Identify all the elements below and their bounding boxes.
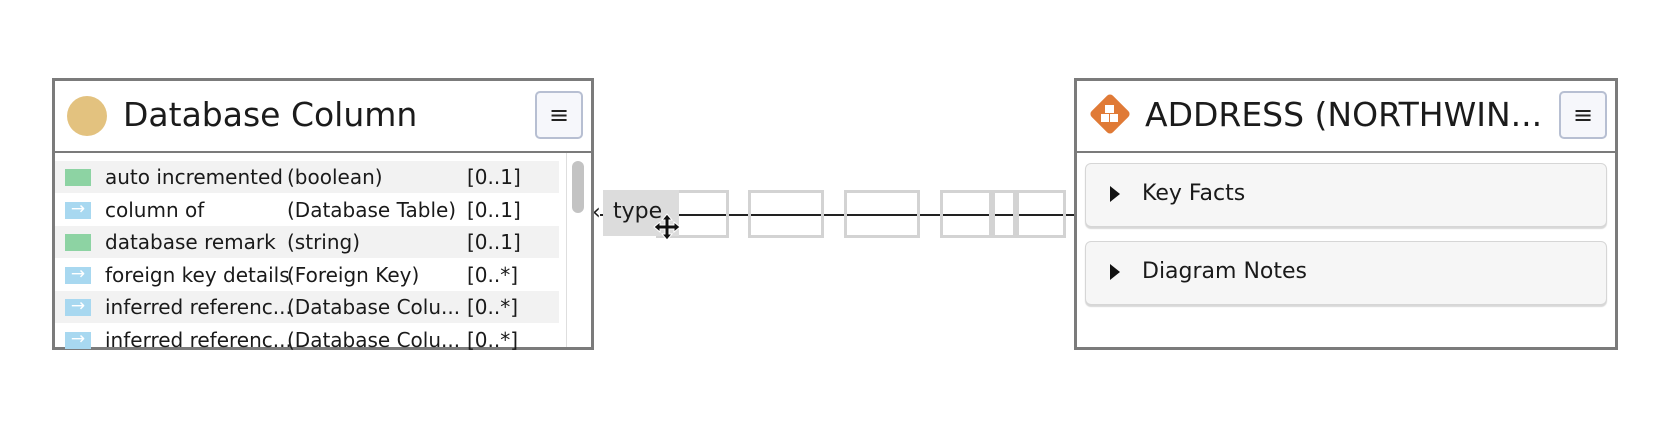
- attribute-name: foreign key details: [105, 262, 290, 287]
- menu-icon: ≡: [1572, 101, 1594, 129]
- attribute-name: inferred referenc...: [105, 295, 292, 319]
- connector-ghost-box: [940, 190, 992, 238]
- attribute-cardinality: [0..*]: [467, 295, 519, 319]
- attribute-cardinality: [0..*]: [467, 262, 519, 287]
- reference-arrow-icon: [65, 259, 91, 289]
- attribute-type: (Database Table): [287, 197, 457, 222]
- attribute-cardinality: [0..*]: [467, 327, 519, 352]
- card-title: ADDRESS (NORTHWIN...: [1145, 95, 1543, 134]
- attribute-name: inferred referenc...: [105, 327, 292, 352]
- card-menu-button[interactable]: ≡: [1559, 91, 1607, 139]
- connector-label-text: type: [613, 199, 663, 224]
- primitive-type-icon: [65, 234, 91, 251]
- scrollbar[interactable]: [566, 153, 591, 347]
- primitive-type-icon: [65, 169, 91, 186]
- attribute-row[interactable]: database remark (string) [0..1]: [55, 226, 559, 258]
- attribute-type: (Database Colu...: [287, 327, 461, 352]
- scrollbar-thumb[interactable]: [572, 161, 584, 213]
- connector-ghost-box: [748, 190, 824, 238]
- reference-arrow-icon: [65, 194, 91, 224]
- attribute-row[interactable]: column of (Database Table) [0..1]: [55, 194, 559, 226]
- class-card-database-column[interactable]: Database Column ≡ auto incremented(boole…: [52, 78, 594, 354]
- connector-ghost-box: [1016, 190, 1066, 238]
- entity-logo-icon: [1090, 94, 1130, 134]
- entity-card-address[interactable]: ADDRESS (NORTHWIN... ≡ Key Facts Diagram…: [1074, 78, 1618, 350]
- attribute-row[interactable]: foreign key details(Foreign Key) [0..*]: [55, 259, 559, 291]
- section-key-facts[interactable]: Key Facts: [1085, 163, 1607, 227]
- attribute-type: (string): [287, 230, 361, 254]
- card-header: ADDRESS (NORTHWIN... ≡: [1077, 81, 1615, 153]
- connector-label[interactable]: type: [603, 190, 679, 236]
- attribute-row[interactable]: inferred referenc...(Database Colu...[0.…: [55, 291, 559, 323]
- card-header: Database Column ≡: [55, 81, 591, 153]
- attribute-name: database remark: [105, 230, 276, 254]
- attribute-cardinality: [0..1]: [467, 230, 521, 254]
- reference-arrow-icon: [65, 291, 91, 321]
- card-menu-button[interactable]: ≡: [535, 91, 583, 139]
- move-cursor-icon: [653, 213, 681, 241]
- expand-triangle-icon: [1110, 186, 1120, 202]
- attribute-cardinality: [0..1]: [467, 165, 521, 189]
- attribute-name: column of: [105, 197, 205, 222]
- card-title: Database Column: [123, 95, 418, 134]
- attribute-cardinality: [0..1]: [467, 197, 521, 222]
- expand-triangle-icon: [1110, 264, 1120, 280]
- reference-arrow-icon: [65, 324, 91, 354]
- connector-ghost-box: [992, 190, 1016, 238]
- attribute-name: auto incremented: [105, 165, 283, 189]
- arrowhead-icon: ‹: [592, 200, 601, 225]
- attribute-row[interactable]: inferred referenc...(Database Colu...[0.…: [55, 324, 559, 356]
- section-label: Diagram Notes: [1142, 259, 1307, 284]
- menu-icon: ≡: [548, 101, 570, 129]
- attribute-row[interactable]: auto incremented(boolean) [0..1]: [55, 161, 559, 193]
- class-circle-icon: [67, 96, 107, 136]
- section-diagram-notes[interactable]: Diagram Notes: [1085, 241, 1607, 305]
- attribute-type: (boolean): [287, 165, 383, 189]
- relationship-connector[interactable]: [600, 214, 1076, 216]
- connector-ghost-box: [844, 190, 920, 238]
- section-label: Key Facts: [1142, 181, 1246, 206]
- attribute-type: (Foreign Key): [287, 262, 420, 287]
- attribute-list[interactable]: auto incremented(boolean)[0..1]column of…: [55, 153, 567, 354]
- attribute-type: (Database Colu...: [287, 295, 461, 319]
